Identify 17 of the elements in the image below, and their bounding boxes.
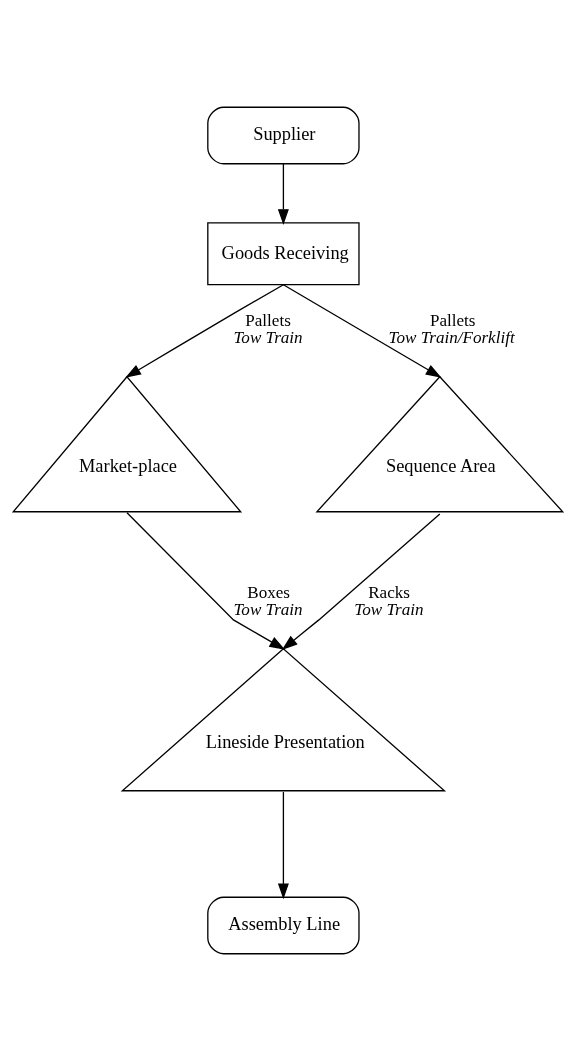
- edge-label: Tow Train: [233, 328, 303, 348]
- arrow: [281, 513, 441, 651]
- arrow: [125, 284, 285, 378]
- node-box: Supplier: [207, 106, 360, 165]
- edge-label: Tow Train: [354, 600, 424, 620]
- edge-label: Racks: [368, 583, 410, 603]
- edge-label: Pallets: [245, 310, 291, 330]
- edge-label: Tow Train/Forklift: [388, 328, 515, 348]
- edge-label: Boxes: [247, 583, 290, 603]
- edge-label: Tow Train: [233, 600, 303, 620]
- node-box: Goods Receiving: [207, 222, 360, 286]
- arrow: [282, 284, 442, 378]
- edge-label: Pallets: [429, 310, 476, 330]
- arrow: [277, 791, 289, 900]
- node-box: Assembly Line: [207, 896, 360, 955]
- arrow: [126, 512, 286, 650]
- arrow: [277, 163, 289, 225]
